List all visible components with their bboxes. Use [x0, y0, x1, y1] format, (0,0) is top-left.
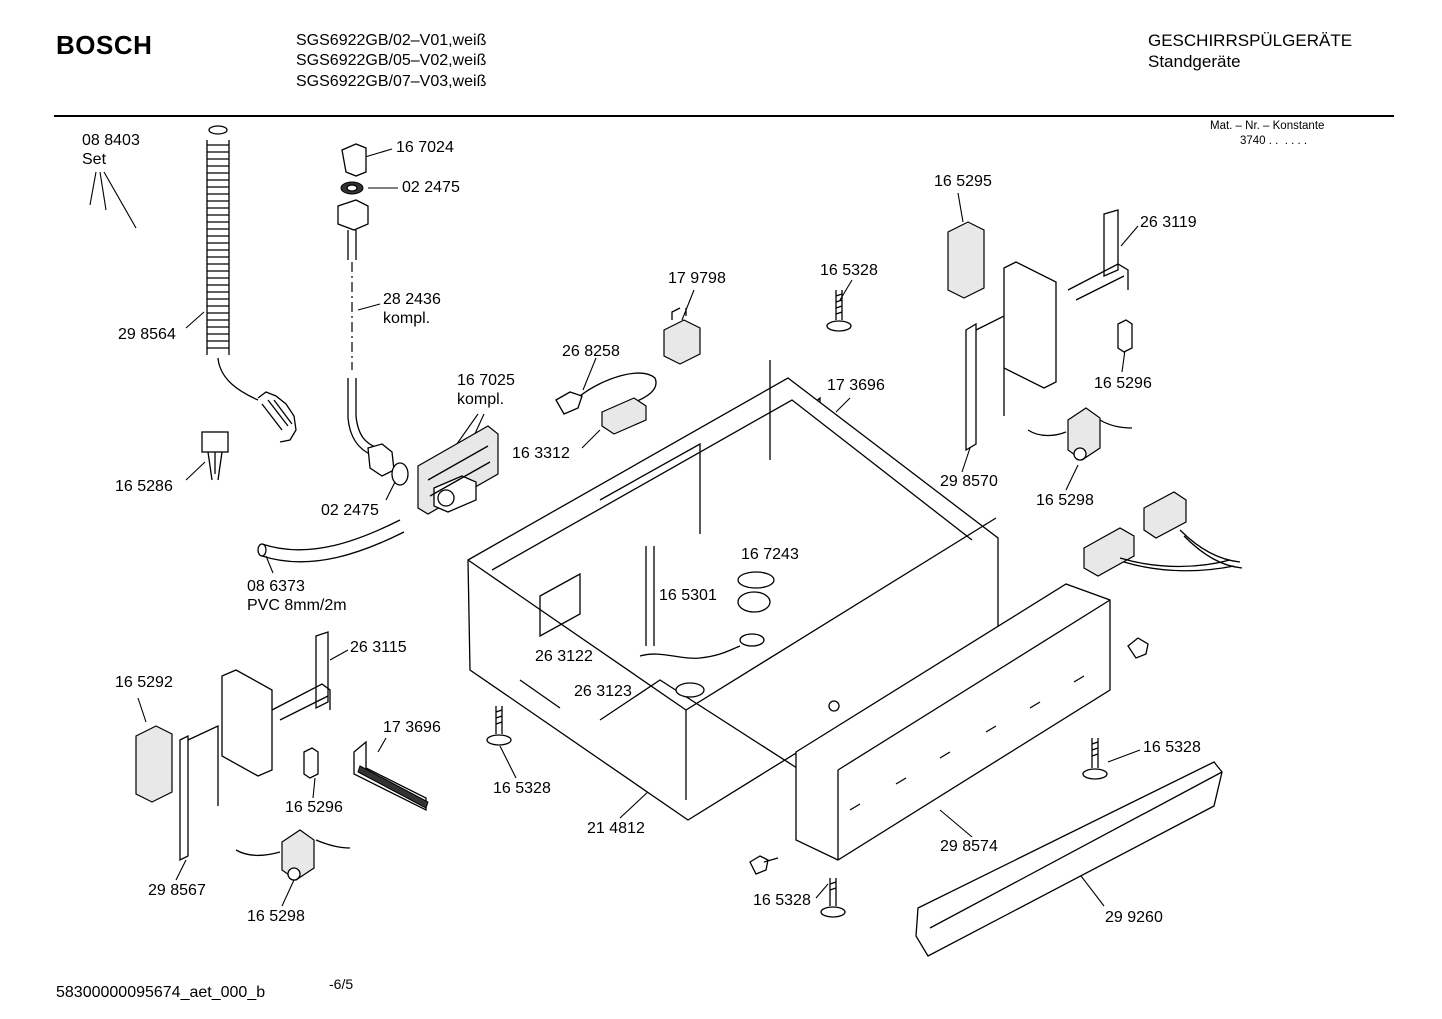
part-label-173696-left: 17 3696 — [383, 719, 441, 736]
part-label-165328-middle: 16 5328 — [493, 780, 551, 797]
plinth-panel-part — [795, 583, 1111, 861]
part-label-022475-top: 02 2475 — [402, 179, 460, 196]
part-label-165286: 16 5286 — [115, 478, 173, 495]
part-label-263119: 26 3119 — [1140, 214, 1197, 231]
part-label-088403: 08 8403 Set — [82, 132, 140, 168]
part-label-022475-bottom: 02 2475 — [321, 502, 379, 519]
part-label-268258: 26 8258 — [562, 343, 620, 360]
brand-logo: BOSCH — [56, 30, 153, 60]
part-label-282436: 28 2436 kompl. — [383, 291, 441, 327]
part-label-165298-left: 16 5298 — [247, 908, 305, 925]
part-label-263123: 26 3123 — [574, 683, 632, 700]
part-label-298574: 29 8574 — [940, 838, 998, 855]
hinge-assembly-right — [947, 209, 1133, 461]
part-label-167024: 16 7024 — [396, 139, 454, 156]
part-label-163312: 16 3312 — [512, 445, 570, 462]
part-label-263115: 26 3115 — [350, 639, 407, 656]
corrugated-hose-part — [206, 125, 297, 443]
model-line-2: SGS6922GB/05–V02,weiß — [296, 52, 487, 69]
part-label-298570: 29 8570 — [940, 473, 998, 490]
part-label-214812: 21 4812 — [587, 820, 645, 837]
part-label-165298-right: 16 5298 — [1036, 492, 1094, 509]
part-label-298564: 29 8564 — [118, 326, 176, 343]
header-divider — [54, 115, 1394, 117]
mat-nr-label: Mat. – Nr. – Konstante — [1210, 120, 1325, 132]
mat-nr-value: 3740 . . . . . . — [1240, 135, 1308, 147]
foot-screw-parts — [486, 290, 1149, 918]
part-label-263122: 26 3122 — [535, 648, 593, 665]
page-number: -6/5 — [329, 976, 354, 992]
model-line-1: SGS6922GB/02–V01,weiß — [296, 32, 487, 49]
part-label-167025: 16 7025 kompl. — [457, 372, 515, 408]
part-label-165328-bottom: 16 5328 — [753, 892, 811, 909]
hose-clamp-part — [201, 431, 229, 481]
part-label-298567: 29 8567 — [148, 882, 206, 899]
part-label-179798: 17 9798 — [668, 270, 726, 287]
part-label-299260: 29 9260 — [1105, 909, 1163, 926]
part-label-165328-top: 16 5328 — [820, 262, 878, 279]
hinge-assembly-left — [135, 631, 351, 881]
part-label-167243: 16 7243 — [741, 546, 799, 563]
part-label-165296-right: 16 5296 — [1094, 375, 1152, 392]
aquastop-valve-part — [417, 425, 499, 515]
model-line-3: SGS6922GB/07–V03,weiß — [296, 73, 487, 90]
part-label-165301: 16 5301 — [659, 587, 717, 604]
part-label-165295: 16 5295 — [934, 173, 992, 190]
part-label-086373: 08 6373 PVC 8mm/2m — [247, 578, 347, 614]
document-id: 58300000095674_aet_000_b — [56, 984, 266, 1001]
wiring-harness-part — [1083, 491, 1243, 577]
category-title: GESCHIRRSPÜLGERÄTE — [1148, 31, 1353, 50]
part-label-173696-right: 17 3696 — [827, 377, 885, 394]
micro-switch-part — [663, 307, 701, 365]
kick-panel-part — [915, 761, 1223, 957]
subcategory-title: Standgeräte — [1148, 52, 1241, 71]
part-label-165296-left: 16 5296 — [285, 799, 343, 816]
cable-connector-part — [555, 372, 657, 435]
inlet-valve-hose-part — [337, 143, 409, 486]
part-label-165292: 16 5292 — [115, 674, 173, 691]
pvc-hose-part — [257, 519, 405, 563]
part-label-165328-right: 16 5328 — [1143, 739, 1201, 756]
spring-hinge-part-left — [353, 740, 429, 812]
